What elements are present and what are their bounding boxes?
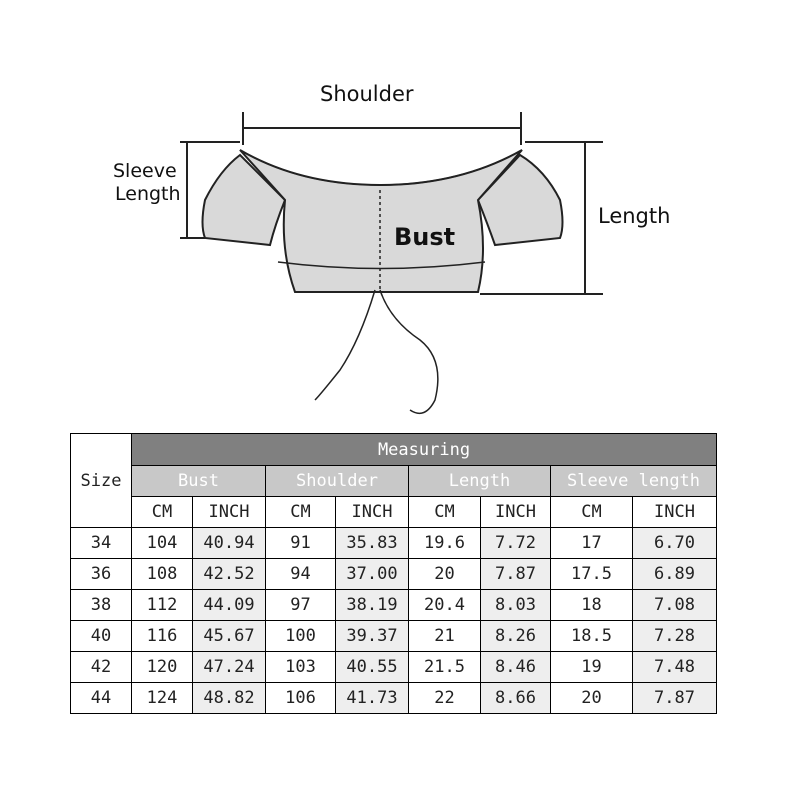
group-sleeve-length: Sleeve length (550, 465, 717, 497)
measurement-cell: 21 (408, 620, 481, 652)
size-cell: 38 (70, 589, 132, 621)
measurement-cell: 17.5 (550, 558, 633, 590)
measurement-cell: 20 (550, 682, 633, 714)
group-bust: Bust (131, 465, 266, 497)
measurement-cell: 42.52 (192, 558, 266, 590)
garment-illustration (180, 112, 603, 415)
shoulder-label: Shoulder (320, 82, 414, 106)
length-label: Length (598, 204, 671, 228)
measurement-cell: 40.94 (192, 527, 266, 559)
size-table: Size Measuring Bust Shoulder Length Slee… (70, 433, 717, 714)
unit-header: INCH (192, 496, 266, 528)
measurement-cell: 8.26 (480, 620, 551, 652)
measurement-cell: 22 (408, 682, 481, 714)
sleeve-length-label-line2: Length (115, 183, 181, 205)
measurement-cell: 8.66 (480, 682, 551, 714)
measurement-cell: 91 (265, 527, 336, 559)
group-length: Length (408, 465, 551, 497)
measurement-cell: 108 (131, 558, 193, 590)
measurement-cell: 38.19 (335, 589, 409, 621)
measurement-cell: 7.48 (632, 651, 717, 683)
measuring-header: Measuring (131, 433, 717, 466)
measurement-cell: 97 (265, 589, 336, 621)
measurement-cell: 40.55 (335, 651, 409, 683)
measurement-cell: 6.89 (632, 558, 717, 590)
measurement-cell: 19 (550, 651, 633, 683)
size-header: Size (70, 433, 132, 528)
measurement-cell: 37.00 (335, 558, 409, 590)
sleeve-length-label-line1: Sleeve (113, 160, 177, 182)
measurement-cell: 120 (131, 651, 193, 683)
unit-header: INCH (632, 496, 717, 528)
size-cell: 44 (70, 682, 132, 714)
measurement-cell: 112 (131, 589, 193, 621)
measurement-cell: 100 (265, 620, 336, 652)
bust-label: Bust (394, 223, 456, 251)
measurement-cell: 124 (131, 682, 193, 714)
measurement-cell: 116 (131, 620, 193, 652)
unit-header: CM (131, 496, 193, 528)
measurement-cell: 103 (265, 651, 336, 683)
measurement-cell: 106 (265, 682, 336, 714)
measurement-cell: 20.4 (408, 589, 481, 621)
measurement-cell: 94 (265, 558, 336, 590)
size-cell: 34 (70, 527, 132, 559)
size-cell: 40 (70, 620, 132, 652)
measurement-cell: 19.6 (408, 527, 481, 559)
measurement-cell: 7.08 (632, 589, 717, 621)
unit-header: INCH (335, 496, 409, 528)
measurement-cell: 18 (550, 589, 633, 621)
measurement-cell: 7.72 (480, 527, 551, 559)
measurement-cell: 6.70 (632, 527, 717, 559)
measurement-cell: 35.83 (335, 527, 409, 559)
measurement-cell: 45.67 (192, 620, 266, 652)
measurement-cell: 7.87 (480, 558, 551, 590)
measurement-cell: 21.5 (408, 651, 481, 683)
unit-header: INCH (480, 496, 551, 528)
measurement-cell: 8.46 (480, 651, 551, 683)
unit-header: CM (265, 496, 336, 528)
measurement-cell: 20 (408, 558, 481, 590)
measurement-cell: 44.09 (192, 589, 266, 621)
measurement-cell: 48.82 (192, 682, 266, 714)
measurement-cell: 104 (131, 527, 193, 559)
unit-header: CM (408, 496, 481, 528)
size-cell: 36 (70, 558, 132, 590)
measurement-cell: 7.87 (632, 682, 717, 714)
measurement-cell: 39.37 (335, 620, 409, 652)
unit-header: CM (550, 496, 633, 528)
measurement-cell: 47.24 (192, 651, 266, 683)
measurement-cell: 18.5 (550, 620, 633, 652)
size-cell: 42 (70, 651, 132, 683)
measurement-cell: 41.73 (335, 682, 409, 714)
measurement-cell: 8.03 (480, 589, 551, 621)
measurement-cell: 17 (550, 527, 633, 559)
group-shoulder: Shoulder (265, 465, 409, 497)
measurement-cell: 7.28 (632, 620, 717, 652)
